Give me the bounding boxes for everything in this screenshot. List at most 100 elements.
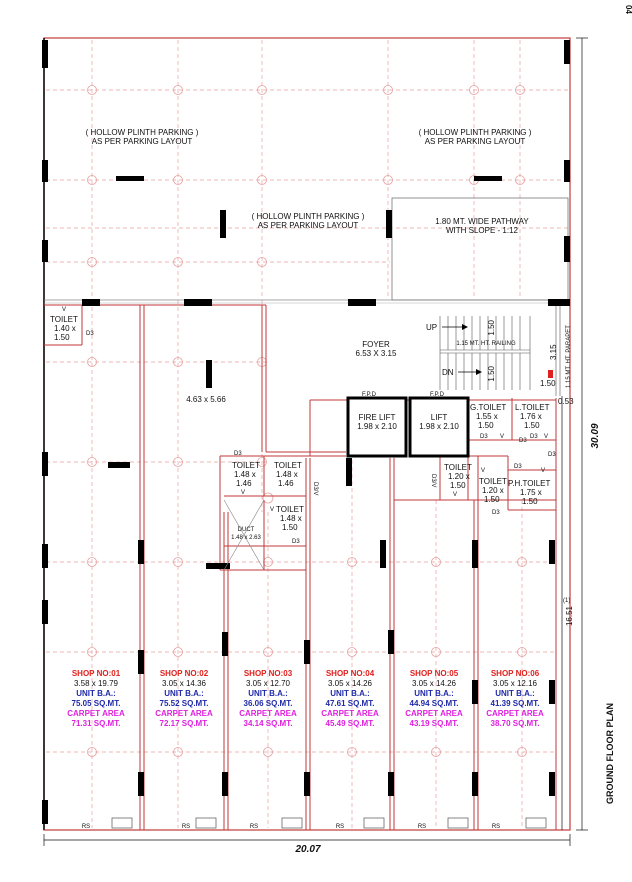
toilet-c-d3: D3 [292,539,300,545]
parking-left-line1: ( HOLLOW PLINTH PARKING ) [86,128,199,137]
parking-right-line2: AS PER PARKING LAYOUT [425,137,526,146]
shop-ba-label: UNIT B.A.: [414,689,454,698]
shop-05: SHOP NO:05 3.05 x 14.26 UNIT B.A.: 44.94… [405,669,463,830]
rolling-shutter-label: RS [82,824,90,830]
shop-06: SHOP NO:06 3.05 x 12.16 UNIT B.A.: 41.39… [486,669,544,830]
parapet-gap-dim: 0.53 [558,397,574,406]
toilet-e-label: TOILET [479,477,507,486]
stair-up-label: UP [426,323,437,332]
toilet-e-size2: 1.50 [484,495,500,504]
rolling-shutter-label: RS [250,824,258,830]
g-toilet-v: V [500,434,504,440]
shop-size: 3.05 x 12.16 [493,679,538,688]
dimension-lines [43,37,588,846]
parking-right-line1: ( HOLLOW PLINTH PARKING ) [419,128,532,137]
toilet-a-size1: 1.48 x [234,470,256,479]
shop-no: SHOP NO:01 [72,669,121,678]
pathway-line2: WITH SLOPE - 1:12 [446,226,519,235]
shop-ba-label: UNIT B.A.: [164,689,204,698]
duct-label: DUCT [238,527,255,533]
fire-lift-label: FIRE LIFT [359,413,396,422]
shop-ba: 44.94 SQ.MT. [410,699,459,708]
shop-size: 3.58 x 19.79 [74,679,119,688]
l-toilet-label: L.TOILET [515,403,550,412]
toilet-d-v: V [453,492,457,498]
pathway-line1: 1.80 MT. WIDE PATHWAY [435,217,529,226]
ph-toilet-v: V [541,468,545,474]
toilet-c-size1: 1.48 x [280,514,302,523]
ph-toilet-label: P.H.TOILET [508,479,551,488]
toilet-a-d3: D3 [234,451,242,457]
lift-shaft [408,396,470,458]
l-toilet-v: V [544,434,548,440]
shop-size: 3.05 x 14.26 [412,679,457,688]
toilet-d-label: TOILET [444,463,472,472]
shop-carpet-label: CARPET AREA [67,709,125,718]
parking-center-line1: ( HOLLOW PLINTH PARKING ) [252,212,365,221]
shop-no: SHOP NO:03 [244,669,293,678]
foyer-size: 6.53 X 3.15 [356,349,397,358]
shop-ba-label: UNIT B.A.: [330,689,370,698]
l-toilet-size2: 1.50 [524,421,540,430]
l-toilet-size1: 1.76 x [520,412,542,421]
toilet-d-size2: 1.50 [450,481,466,490]
shop-no: SHOP NO:06 [491,669,540,678]
parking-left-line2: AS PER PARKING LAYOUT [92,137,193,146]
shop-carpet-label: CARPET AREA [321,709,379,718]
grid-markers [87,85,527,757]
shop-01: SHOP NO:01 3.58 x 19.79 UNIT B.A.: 75.05… [67,669,125,830]
shop-ba: 47.61 SQ.MT. [326,699,375,708]
shop-size: 3.05 x 12.70 [246,679,291,688]
ph-toilet-size1: 1.75 x [520,488,542,497]
toilet-e-size1: 1.20 x [482,486,504,495]
toilet-e-v: V [481,468,485,474]
corridor-d3: D3 [519,438,527,444]
shop-ba: 75.05 SQ.MT. [72,699,121,708]
columns [42,40,570,824]
toilet-a-label: TOILET [232,461,260,470]
toilet-b-size1: 1.48 x [276,470,298,479]
parapet-label: 1.15 MT. HT. PARAPET [566,325,572,388]
rolling-shutter-label: RS [492,824,500,830]
shop-04: SHOP NO:04 3.05 x 14.26 UNIT B.A.: 47.61… [321,669,379,830]
shop-size: 3.05 x 14.26 [328,679,373,688]
toilet-tl-size2: 1.50 [54,333,70,342]
shop-carpet-label: CARPET AREA [486,709,544,718]
toilet-tl-v: V [62,307,66,313]
shop-ba: 36.06 SQ.MT. [244,699,293,708]
shop-ba: 41.39 SQ.MT. [491,699,540,708]
big-room-size: 4.63 x 5.66 [186,395,226,404]
toilet-tl-label: TOILET [50,315,78,324]
toilet-a-v: V [241,490,245,496]
height-dimension: 30.09 [590,423,601,448]
l-toilet-d3: D3 [530,434,538,440]
parking-center-line2: AS PER PARKING LAYOUT [258,221,359,230]
rolling-shutter-label: RS [418,824,426,830]
side-dimension-mark: (1) [563,598,570,604]
staircase [439,306,561,396]
fire-lift-fpd: F.P.D [362,392,377,398]
stair-railing-label: 1.15 MT. HT. RAILING [456,341,516,347]
shop-size: 3.05 x 14.36 [162,679,207,688]
shop-carpet: 45.49 SQ.MT. [326,719,375,728]
shop-no: SHOP NO:04 [326,669,375,678]
toilet-b-label: TOILET [274,461,302,470]
toilet-d-d3v: D3/V [430,474,436,487]
shop-carpet-label: CARPET AREA [239,709,297,718]
plan-title: GROUND FLOOR PLAN [605,703,615,804]
stair-landing-dim: 1.50 [540,379,556,388]
width-dimension: 20.07 [294,844,320,855]
g-toilet-label: G.TOILET [470,403,506,412]
duct-size: 1.48 x 2.63 [231,535,261,541]
ph-toilet-d3: D3 [514,464,522,470]
shop-no: SHOP NO:02 [160,669,209,678]
shop-no: SHOP NO:05 [410,669,459,678]
toilet-b-d3v: D3/V [312,482,318,495]
shop-02: SHOP NO:02 3.05 x 14.36 UNIT B.A.: 75.52… [155,669,213,830]
stair-dn-label: DN [442,368,454,377]
ph-toilet-size2: 1.50 [522,497,538,506]
rolling-shutters [111,817,547,829]
toilet-c-size2: 1.50 [282,523,298,532]
page-number: 04 [624,5,632,14]
